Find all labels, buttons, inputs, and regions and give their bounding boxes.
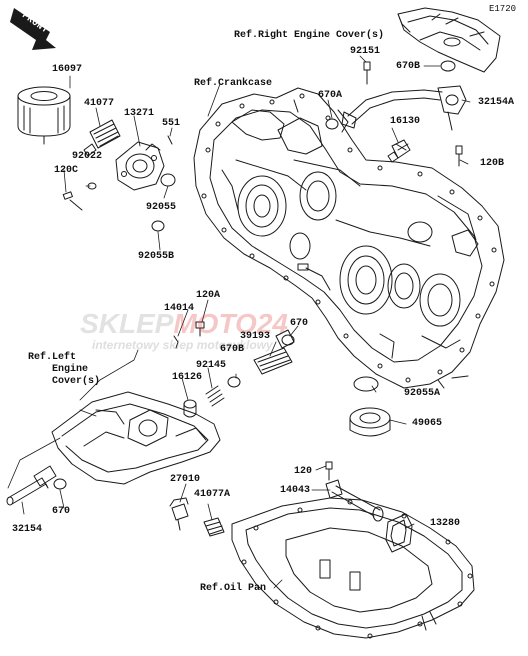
watermark-brand-part3: 24 xyxy=(256,308,288,339)
part-13280: 13280 xyxy=(430,518,461,529)
ref-oil-pan: Ref.Oil Pan xyxy=(200,583,267,594)
fitting-16126 xyxy=(183,399,197,418)
part-27010: 27010 xyxy=(170,474,201,485)
oil-filter xyxy=(17,86,71,145)
part-120a: 120A xyxy=(196,290,221,301)
crankcase-outline xyxy=(193,87,505,389)
watermark-brand-part2: MOTO xyxy=(173,308,257,339)
part-92055a: 92055A xyxy=(404,388,441,399)
bolt-120a xyxy=(195,321,205,337)
bolt-92151 xyxy=(363,61,371,85)
part-32154a: 32154A xyxy=(478,97,515,108)
part-16126: 16126 xyxy=(172,372,203,383)
ref-right-engine-cover: Ref.Right Engine Cover(s) xyxy=(234,30,385,41)
part-92055: 92055 xyxy=(146,202,177,213)
part-14014: 14014 xyxy=(164,303,195,314)
leader-lines xyxy=(7,55,471,589)
part-16130: 16130 xyxy=(390,116,421,127)
bolt-120 xyxy=(325,461,333,481)
oring-670b-top xyxy=(440,60,456,72)
part-670b-top: 670B xyxy=(396,61,421,72)
oring-92055 xyxy=(160,173,176,187)
part-120c: 120C xyxy=(54,165,79,176)
oring-92055b xyxy=(151,220,165,232)
oring-670a xyxy=(325,118,339,130)
oil-pipe-14043 xyxy=(325,479,384,522)
part-41077: 41077 xyxy=(84,98,115,109)
oring-92055a xyxy=(353,376,379,392)
oil-pump-housing xyxy=(115,141,165,191)
switch-27010 xyxy=(169,497,189,531)
part-670-mid: 670 xyxy=(290,318,309,329)
left-engine-cover xyxy=(51,391,221,485)
part-92151: 92151 xyxy=(350,46,381,57)
watermark-brand-part1: SKLEP xyxy=(80,308,174,339)
part-92055b: 92055B xyxy=(138,251,175,262)
bolt-120c xyxy=(62,191,83,211)
part-13271: 13271 xyxy=(124,108,155,119)
oring-670b-mid xyxy=(227,376,241,388)
part-49065: 49065 xyxy=(412,418,443,429)
gasket-13280 xyxy=(385,513,413,553)
pin-551 xyxy=(167,135,173,145)
crankcase-bores xyxy=(237,171,461,327)
part-14043: 14043 xyxy=(280,485,311,496)
watermark-brand: SKLEPMOTO24 xyxy=(80,308,288,340)
right-engine-cover-fragment xyxy=(397,7,501,73)
oil-pipe-32154 xyxy=(6,465,57,506)
part-92022: 92022 xyxy=(72,151,103,162)
oring-670-left xyxy=(53,478,67,490)
ref-left-engine-cover-line1: Ref.Left xyxy=(28,352,77,363)
ref-left-engine-cover-line2: Engine xyxy=(52,364,89,375)
part-670-left: 670 xyxy=(52,506,71,517)
fitting-41077 xyxy=(83,119,121,157)
ref-left-engine-cover-line3: Cover(s) xyxy=(52,376,101,387)
sensor-16130 xyxy=(387,139,411,163)
part-120b: 120B xyxy=(480,158,505,169)
front-indicator xyxy=(10,8,56,50)
part-32154: 32154 xyxy=(12,524,43,535)
pin-14014 xyxy=(173,335,179,349)
bolt-120b xyxy=(455,145,463,167)
watermark-tagline: internetowy sklep motocyklowy xyxy=(92,338,273,352)
part-120: 120 xyxy=(294,466,313,477)
oil-strainer-49065 xyxy=(349,407,391,437)
part-39193: 39193 xyxy=(240,331,271,342)
part-92145: 92145 xyxy=(196,360,227,371)
oring-670-mid xyxy=(281,334,295,346)
diagram-code: E1720 xyxy=(489,4,517,14)
part-670a: 670A xyxy=(318,90,343,101)
oil-pipe-32154a xyxy=(341,85,467,131)
part-16097: 16097 xyxy=(52,64,83,75)
part-551: 551 xyxy=(162,118,181,129)
crankcase-details xyxy=(221,99,479,389)
part-41077a: 41077A xyxy=(194,489,231,500)
part-670b-mid: 670B xyxy=(220,344,245,355)
fitting-41077a xyxy=(203,517,225,537)
ref-crankcase: Ref.Crankcase xyxy=(194,78,273,89)
spring-92145 xyxy=(205,385,225,407)
